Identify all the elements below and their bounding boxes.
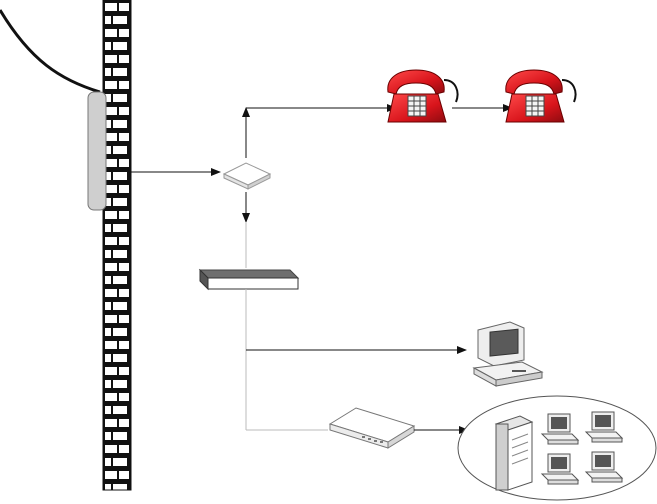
network-switch-icon: [200, 270, 298, 289]
splitter-icon: [224, 163, 270, 189]
telephone-icon: [388, 70, 458, 122]
cable-icon: [0, 10, 100, 92]
wall-junction-box-icon: [88, 92, 106, 210]
brick-wall-icon: [103, 0, 131, 490]
lan-group-icon: [458, 396, 656, 500]
server-icon: [496, 416, 532, 490]
router-icon: [330, 408, 414, 448]
telephone-icon: [506, 70, 576, 122]
computer-icon: [474, 322, 542, 386]
